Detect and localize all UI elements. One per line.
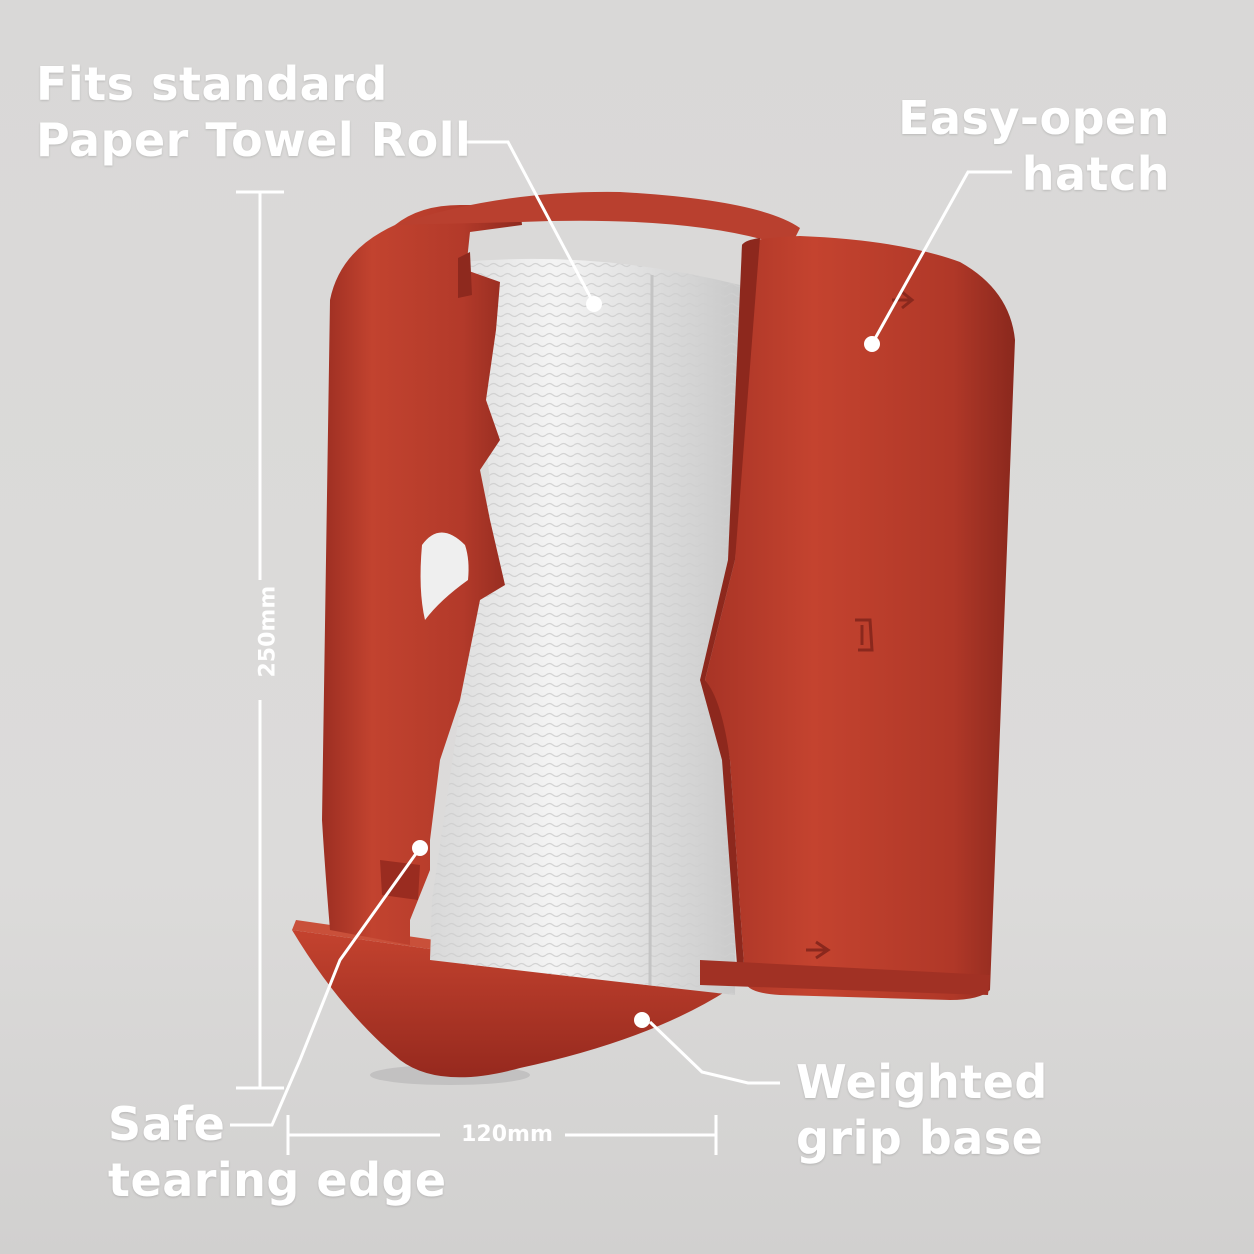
grip-base — [292, 930, 728, 1078]
callout-base-line1: Weighted — [796, 1055, 1048, 1109]
callout-hatch-line2: hatch — [1021, 147, 1170, 201]
leader-hatch — [870, 170, 1012, 345]
height-dimension-label: 250mm — [255, 585, 281, 678]
leader-tearing — [230, 847, 422, 1127]
hatch-edge — [700, 238, 760, 980]
callout-roll-line2: Paper Towel Roll — [36, 113, 472, 167]
callout-base: Weighted grip base — [796, 1054, 1048, 1166]
callout-roll-line1: Fits standard — [36, 57, 388, 111]
hatch-logo-icon — [855, 618, 874, 652]
callout-base-line2: grip base — [796, 1111, 1044, 1165]
width-dimension-label: 120mm — [461, 1122, 553, 1147]
hatch-door — [705, 236, 1015, 1000]
leader-roll — [460, 140, 596, 305]
paper-seam — [648, 274, 654, 986]
callout-tearing-line2: tearing edge — [108, 1153, 447, 1207]
hatch-lower-rim — [700, 960, 990, 995]
callout-tearing: Safe tearing edge — [108, 1096, 447, 1208]
tear-cutout — [420, 532, 469, 620]
hatch-arrow-bottom-icon — [806, 940, 831, 960]
paper-texture — [430, 258, 740, 995]
leader-lines — [230, 140, 1012, 1127]
callout-hatch-line1: Easy-open — [898, 91, 1170, 145]
width-dimension-line — [286, 1115, 718, 1155]
top-notch — [458, 252, 472, 298]
leader-dots — [412, 296, 880, 1028]
height-dimension-line — [236, 190, 284, 1090]
callout-roll: Fits standard Paper Towel Roll — [36, 56, 471, 168]
holder-top-rim — [395, 191, 800, 248]
callout-hatch: Easy-open hatch — [898, 90, 1170, 202]
callout-tearing-line1: Safe — [108, 1097, 226, 1151]
leader-base — [648, 1020, 780, 1085]
